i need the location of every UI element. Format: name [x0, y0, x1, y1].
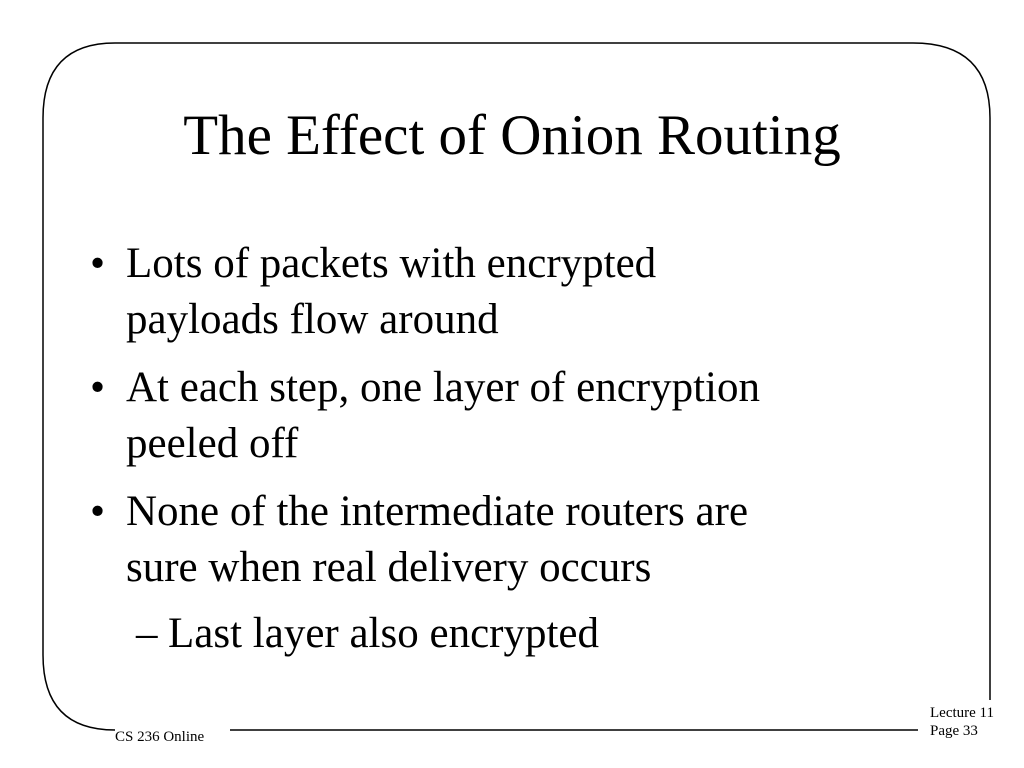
- bullet-mark: •: [90, 488, 106, 535]
- bullet-list: • Lots of packets with encrypted payload…: [90, 236, 910, 662]
- bullet-mark: •: [90, 240, 106, 287]
- bullet-text: At each step, one layer of encryption: [126, 364, 760, 411]
- bullet-item: • Lots of packets with encrypted payload…: [90, 236, 910, 348]
- sub-bullet-mark: –: [136, 610, 158, 657]
- slide-title: The Effect of Onion Routing: [183, 104, 841, 167]
- bullet-text: sure when real delivery occurs: [126, 544, 652, 591]
- bullet-text: peeled off: [126, 420, 299, 467]
- bullet-mark: •: [90, 364, 106, 411]
- sub-bullet-text: Last layer also encrypted: [168, 610, 600, 657]
- bullet-text: Lots of packets with encrypted: [126, 240, 657, 287]
- bullet-item: • At each step, one layer of encryption …: [90, 360, 910, 472]
- bullet-text: None of the intermediate routers are: [126, 488, 749, 535]
- lecture-number: Lecture 11: [930, 705, 994, 721]
- sub-bullet-item: – Last layer also encrypted: [90, 606, 910, 662]
- bullet-text: payloads flow around: [126, 296, 499, 343]
- bullet-item: • None of the intermediate routers are s…: [90, 484, 910, 596]
- lecture-page-label: Lecture 11 Page 33: [930, 704, 994, 740]
- course-label: CS 236 Online: [115, 729, 205, 745]
- page-number: Page 33: [930, 723, 978, 739]
